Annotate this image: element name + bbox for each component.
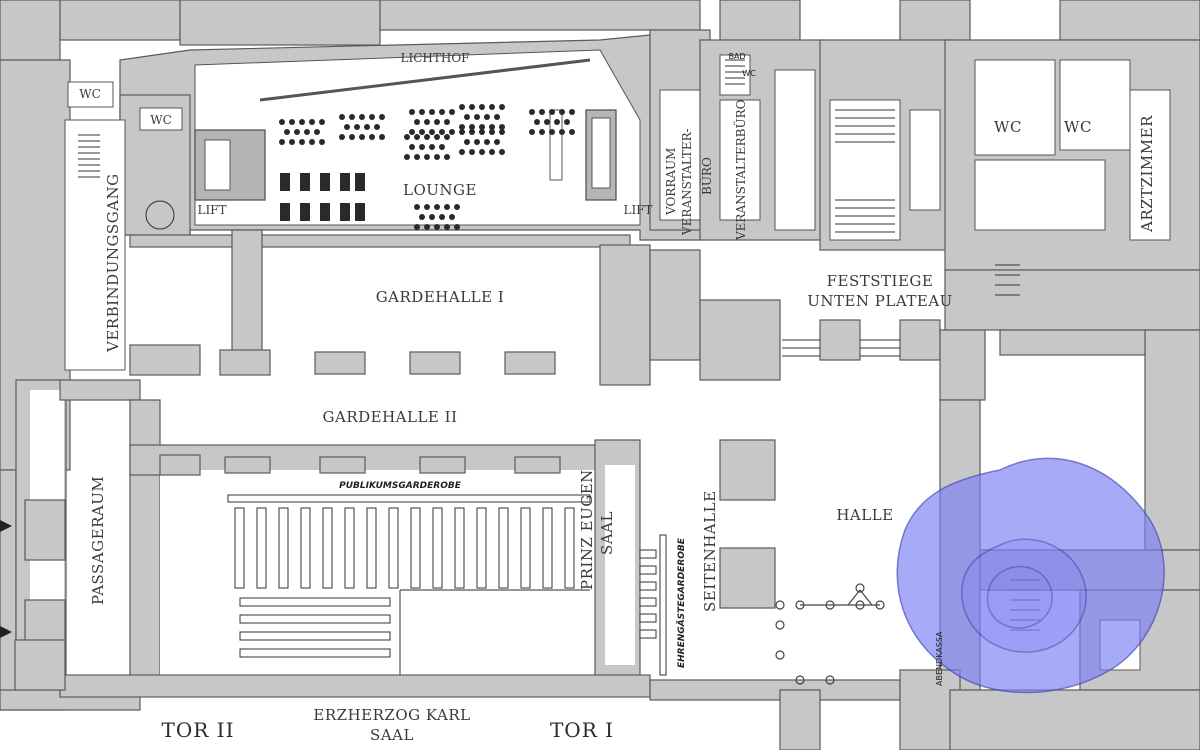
label-bad: BAD xyxy=(728,52,745,61)
label-prinz-eugen: PRINZ EUGEN xyxy=(578,469,596,590)
label-verbindungsgang: VERBINDUNGSGANG xyxy=(104,173,122,353)
label-erzherzog-karl: ERZHERZOG KARL xyxy=(313,706,470,724)
label-erzherzog-saal: SAAL xyxy=(370,726,414,744)
label-tor-2: TOR II xyxy=(162,718,235,742)
label-gardehalle-2: GARDEHALLE II xyxy=(323,408,458,426)
label-prinz-eugen-saal: SAAL xyxy=(598,511,616,555)
label-lift-left: LIFT xyxy=(197,203,226,217)
room-labels: LICHTHOF LOUNGE LIFT LIFT WC WC BAD WC W… xyxy=(79,51,1156,744)
label-lichthof: LICHTHOF xyxy=(401,51,470,65)
label-feststiege: FESTSTIEGE xyxy=(827,272,934,290)
label-gardehalle-1: GARDEHALLE I xyxy=(376,288,505,306)
label-vorraum: VORRAUM xyxy=(664,148,678,216)
label-seitenhalle: SEITENHALLE xyxy=(701,490,719,612)
label-wc-top-left: WC xyxy=(79,87,101,101)
label-wc-left: WC xyxy=(150,113,172,127)
triangle-right-icon xyxy=(0,626,12,638)
triangle-right-icon xyxy=(0,520,12,532)
garderobe-racks xyxy=(227,494,667,676)
verbindungsgang-block xyxy=(64,81,183,371)
label-ehrengastegarderobe: EHRENGÄSTEGARDEROBE xyxy=(676,537,687,668)
label-lounge: LOUNGE xyxy=(403,181,477,199)
label-wc-right-2: WC xyxy=(1064,118,1092,136)
label-arztzimmer: ARZTZIMMER xyxy=(1138,115,1156,233)
label-vorraum-veranstalter: VERANSTALTER- xyxy=(680,128,694,236)
label-passageraum: PASSAGERAUM xyxy=(89,476,107,605)
entrance-arrows xyxy=(0,520,12,638)
label-halle: HALLE xyxy=(836,506,893,524)
label-publikumsgarderobe: PUBLIKUMSGARDEROBE xyxy=(339,481,462,491)
feststiege-block xyxy=(819,39,951,251)
gardehalle-walls xyxy=(129,229,1200,401)
rose-icon xyxy=(896,457,1165,694)
label-tor-1: TOR I xyxy=(550,718,614,742)
label-lift-right: LIFT xyxy=(623,203,652,217)
label-unten-plateau: UNTEN PLATEAU xyxy=(807,292,953,310)
label-abendkassa: ABENDKASSA xyxy=(935,631,944,686)
office-block xyxy=(649,29,826,241)
label-vorraum-buro: BÜRO xyxy=(698,157,714,195)
label-wc-right-1: WC xyxy=(994,118,1022,136)
rose-center xyxy=(986,565,1053,629)
label-wc-small: WC xyxy=(742,69,756,78)
label-veranstalterburo: VERANSTALTERBÜRO xyxy=(732,99,748,241)
right-upper-block xyxy=(944,39,1200,271)
lounge-seating xyxy=(279,104,575,230)
